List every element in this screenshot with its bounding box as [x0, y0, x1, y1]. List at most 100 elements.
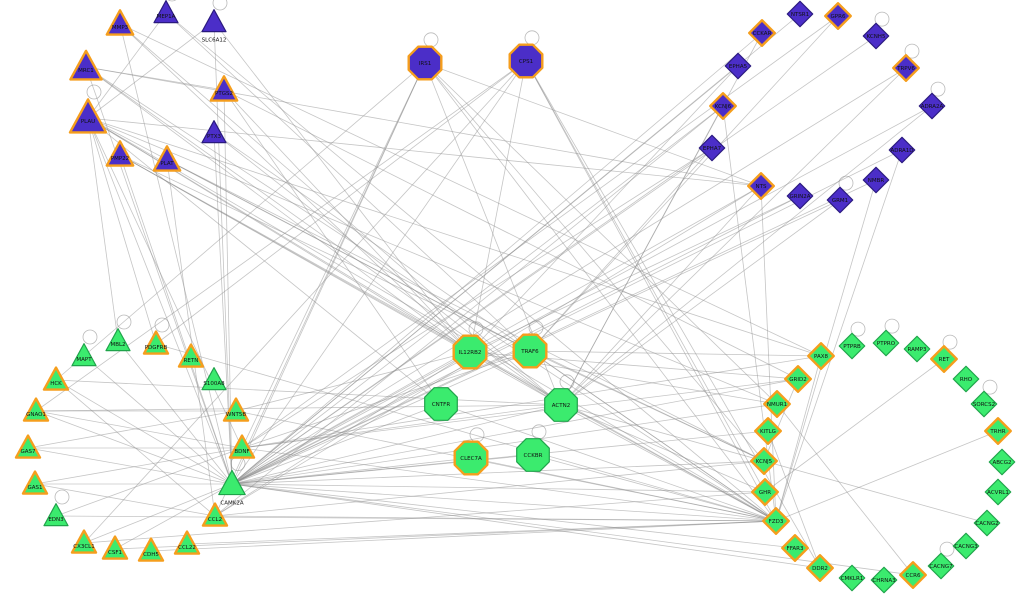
edge-m2-d4[interactable]: [529, 350, 822, 357]
node-NMBR[interactable]: NMBR: [862, 166, 890, 194]
edge-c3-c12[interactable]: [83, 355, 233, 485]
self-loop-edge-c13[interactable]: [54, 489, 70, 505]
edge-b5-c12[interactable]: [231, 65, 739, 485]
node-SLC6A12[interactable]: SLC6A12: [201, 9, 227, 44]
self-loop-edge-d9[interactable]: [982, 379, 998, 395]
edge-p1-c14[interactable]: [214, 62, 426, 517]
edge-b9-m2[interactable]: [529, 147, 713, 352]
node-EPHA5[interactable]: EPHA5: [724, 52, 752, 80]
edge-a6-a2[interactable]: [87, 12, 167, 119]
edge-p1-c5[interactable]: [55, 62, 426, 381]
edge-c2-d16[interactable]: [155, 343, 777, 522]
edge-d12-d17[interactable]: [763, 460, 988, 524]
edge-m1-c12[interactable]: [231, 351, 471, 485]
self-loop-edge-a2[interactable]: [165, 0, 179, 2]
node-PTPRB[interactable]: PTPRB: [838, 332, 866, 360]
edge-c11-d6[interactable]: [241, 378, 799, 449]
edge-b6-c12[interactable]: [231, 67, 907, 485]
edge-c12-d16[interactable]: [231, 483, 777, 522]
edge-b1-c12[interactable]: [231, 32, 763, 485]
edge-c12-d6[interactable]: [231, 378, 799, 485]
self-loop-edge-c1[interactable]: [116, 314, 132, 330]
edge-b11-m4[interactable]: [560, 185, 762, 406]
edge-a8-c12[interactable]: [119, 154, 233, 485]
edge-a9-d12[interactable]: [166, 159, 765, 462]
node-ADRA2A[interactable]: ADRA2A: [918, 92, 946, 120]
node-CACNG2[interactable]: CACNG2: [973, 509, 1001, 537]
node-ACVRL1[interactable]: ACVRL1: [984, 478, 1012, 506]
edge-a6-c2[interactable]: [87, 117, 157, 345]
node-CACNG7[interactable]: CACNG7: [927, 552, 955, 580]
edge-m4-c5[interactable]: [55, 379, 562, 406]
node-FZD3[interactable]: FZD3: [762, 507, 790, 535]
edge-b6-m4[interactable]: [560, 67, 907, 406]
self-loop-edge-b6[interactable]: [904, 43, 920, 59]
edge-c12-d12[interactable]: [231, 460, 765, 485]
node-CACNG3[interactable]: CACNG3: [952, 532, 980, 560]
edge-m2-d12[interactable]: [529, 350, 765, 462]
edge-c1-c12[interactable]: [117, 340, 233, 485]
edge-a7-c12[interactable]: [213, 132, 233, 485]
self-loop-edge-d1[interactable]: [850, 321, 866, 337]
node-GNAO1[interactable]: GNAO1: [22, 397, 50, 422]
self-loop-edge-p2[interactable]: [524, 30, 540, 46]
edge-a6-c12[interactable]: [87, 117, 233, 485]
edge-a6-d8[interactable]: [87, 117, 778, 405]
edge-a6-c1[interactable]: [87, 117, 119, 342]
edge-b12-m1[interactable]: [469, 195, 801, 353]
edge-b10-c12[interactable]: [231, 149, 903, 485]
node-NTSR1[interactable]: NTSR1: [786, 0, 814, 28]
edge-b3-m2[interactable]: [529, 15, 839, 352]
edge-c12-d20[interactable]: [231, 483, 821, 569]
node-PAX8[interactable]: PAX8: [807, 342, 835, 370]
edge-c10-c14[interactable]: [34, 483, 216, 517]
edge-c18-d16[interactable]: [186, 520, 777, 545]
node-RAMP3[interactable]: RAMP3: [903, 335, 931, 363]
edge-b3-c11[interactable]: [241, 15, 839, 449]
self-loop-edge-m5[interactable]: [469, 427, 485, 443]
edge-b14-c12[interactable]: [231, 179, 877, 485]
edge-c5-c12[interactable]: [55, 379, 233, 485]
edge-a8-d16[interactable]: [119, 154, 777, 522]
edge-a6-d16[interactable]: [87, 117, 777, 522]
node-PLAU[interactable]: PLAU: [68, 98, 108, 134]
node-PTPRO[interactable]: PTPRO: [872, 329, 900, 357]
edge-b9-c12[interactable]: [231, 147, 713, 485]
edge-d6-d12[interactable]: [763, 378, 799, 462]
edge-m4-c7[interactable]: [35, 404, 562, 412]
edge-b13-m4[interactable]: [560, 199, 841, 406]
edge-a1-d4[interactable]: [119, 23, 822, 357]
node-FFAR3[interactable]: FFAR3: [781, 534, 809, 562]
self-loop-edge-a3[interactable]: [212, 0, 228, 11]
edge-c13-c11[interactable]: [55, 447, 243, 517]
edge-p2-c12[interactable]: [231, 60, 527, 485]
edge-c9-c8[interactable]: [27, 410, 237, 449]
node-IL12RB2[interactable]: IL12RB2: [452, 334, 488, 370]
node-CDH5[interactable]: CDH5: [137, 537, 165, 562]
edge-m6-d16[interactable]: [532, 454, 777, 522]
edge-b11-c14[interactable]: [214, 185, 762, 517]
edge-p2-c2[interactable]: [155, 60, 527, 345]
edge-a4-a5[interactable]: [85, 66, 225, 91]
edge-m4-d16[interactable]: [560, 404, 777, 522]
node-ADRA1D[interactable]: ADRA1D: [888, 136, 916, 164]
edge-p1-d16[interactable]: [424, 62, 777, 522]
node-KCNH5[interactable]: KCNH5: [862, 22, 890, 50]
edge-c5-c14[interactable]: [55, 379, 216, 517]
edge-a5-m1[interactable]: [223, 89, 471, 353]
edge-m2-d16[interactable]: [529, 350, 777, 522]
edge-a1-m1[interactable]: [119, 23, 471, 353]
edge-m2-c12[interactable]: [231, 350, 531, 485]
node-TRHR[interactable]: TRHR: [984, 417, 1012, 445]
node-EDN3[interactable]: EDN3: [43, 503, 69, 527]
edge-c10-c11[interactable]: [34, 447, 243, 485]
node-MAPT[interactable]: MAPT: [71, 343, 97, 367]
node-MEP1A[interactable]: MEP1A: [153, 0, 179, 24]
self-loop-edge-c2[interactable]: [154, 317, 170, 333]
self-loop-edge-d2[interactable]: [884, 318, 900, 334]
edge-m3-d16[interactable]: [440, 403, 777, 522]
node-CCKAR[interactable]: CCKAR: [748, 19, 776, 47]
edge-c7-c11[interactable]: [35, 410, 243, 449]
node-CLEC7A[interactable]: CLEC7A: [453, 440, 489, 476]
